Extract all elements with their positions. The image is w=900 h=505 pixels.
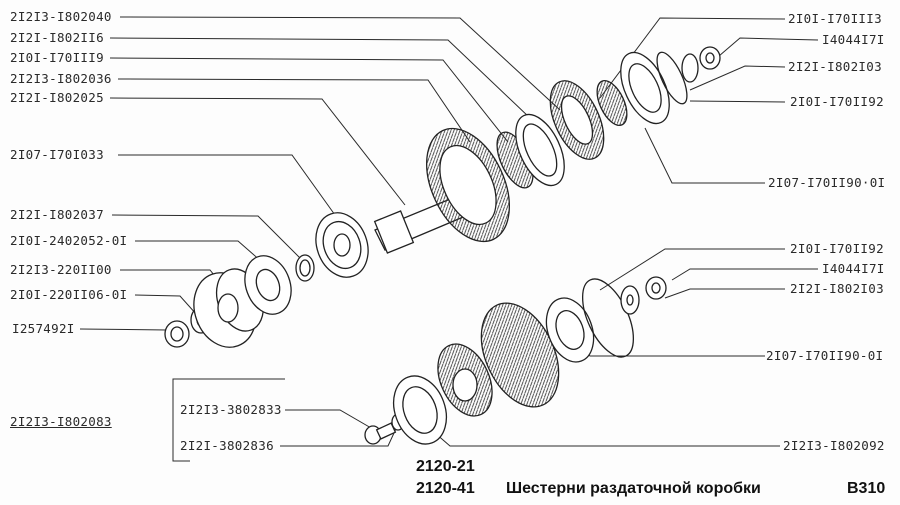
part-label: 2I0I-I70II92	[790, 241, 884, 256]
leader-G1	[285, 409, 379, 433]
part-label: 2I0I-I70III3	[788, 11, 882, 26]
part-label: 2I2I-I802037	[10, 207, 104, 222]
washer-right	[681, 53, 699, 83]
part-label: 2I0I-I70II92	[790, 94, 884, 109]
part-label: 2I2I3-I802092	[783, 438, 885, 453]
part-label: I257492I	[12, 321, 75, 336]
assembly-bracket	[172, 378, 285, 462]
leader-R7	[671, 268, 818, 281]
lower-shaft-assembly	[364, 276, 667, 445]
assembly-group-label: 2I2I3-I802083	[10, 414, 112, 429]
part-label: 2I07-I70II90·0I	[768, 175, 886, 190]
part-label: 2I2I3-I802040	[10, 9, 112, 24]
part-label: 2I2I-I802II6	[10, 30, 104, 45]
leader-L7	[111, 214, 301, 259]
leader-R3	[689, 65, 786, 91]
leader-L10	[134, 294, 198, 316]
part-label: 2I2I3-220II00	[10, 262, 112, 277]
leader-L4	[117, 78, 471, 143]
model-number-2: 2120-41	[416, 480, 475, 497]
part-label: I4044I7I	[822, 261, 885, 276]
part-label: 2I2I-I802025	[10, 90, 104, 105]
part-label: 2I2I3-3802833	[180, 402, 282, 417]
part-label: 2I2I-I802I03	[790, 281, 884, 296]
needle-bearing	[596, 80, 628, 126]
leader-L3	[109, 57, 509, 143]
model-number-1: 2120-21	[416, 458, 475, 475]
part-label: I4044I7I	[822, 32, 885, 47]
leader-R8	[664, 288, 785, 299]
part-label: 2I2I3-I802036	[10, 71, 112, 86]
leader-L2	[109, 37, 531, 119]
leader-R1	[599, 17, 786, 99]
snap-ring	[656, 51, 688, 105]
page-code: B310	[847, 480, 886, 497]
part-label: 2I0I-I70III9	[10, 50, 104, 65]
part-label: 2I2I-3802836	[180, 438, 274, 453]
part-label: 2I07-I70I033	[10, 147, 104, 162]
leader-R5	[644, 127, 765, 184]
part-label: 2I0I-2402052-0I	[10, 233, 128, 248]
leader-R2	[711, 37, 819, 63]
page-title: Шестерни раздаточной коробки	[506, 480, 761, 497]
leader-L11	[79, 328, 168, 331]
part-label: 2I2I-I802I03	[788, 59, 882, 74]
leader-R6	[599, 248, 785, 291]
leader-R4	[689, 100, 786, 103]
leader-L8	[135, 240, 263, 263]
leader-L6	[118, 154, 341, 223]
part-label: 2I0I-220II06-0I	[10, 287, 128, 302]
upper-shaft-assembly	[164, 46, 721, 348]
leader-L5	[109, 97, 406, 206]
part-label: 2I07-I70II90-0I	[766, 348, 884, 363]
leader-L1	[119, 16, 561, 111]
leader-R10	[419, 419, 780, 447]
